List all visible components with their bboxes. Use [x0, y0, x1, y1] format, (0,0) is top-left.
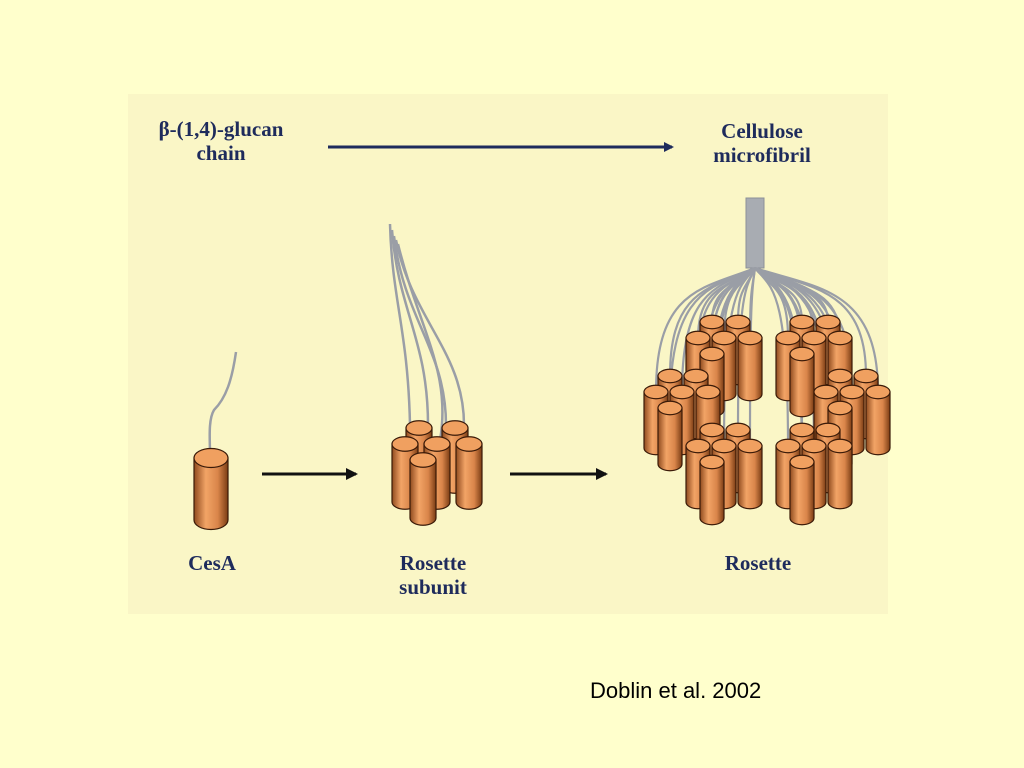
glucan-chain-label-line2: chain	[196, 140, 246, 165]
rosette-cluster	[643, 314, 891, 526]
rosette-cylinder	[737, 438, 763, 510]
cesa-cylinder-body	[193, 447, 229, 531]
rosette-cylinder	[789, 346, 815, 418]
citation: Doblin et al. 2002	[590, 678, 762, 703]
cesa-label: CesA	[188, 551, 236, 575]
subunit-cylinder	[455, 436, 483, 510]
cellulose-microfibril-label-line1: Cellulose	[721, 119, 803, 143]
rosette-cylinder	[827, 438, 853, 510]
rosette-subunit-label-line2: subunit	[399, 574, 467, 599]
rosette-subunit-label: Rosette subunit	[368, 551, 498, 599]
cellulose-microfibril-label: Cellulose microfibril	[682, 119, 842, 167]
rosette-cylinder	[657, 400, 683, 472]
glucan-chain-label: β-(1,4)-glucan chain	[136, 117, 306, 165]
glucan-chain-label-line1: β-(1,4)-glucan	[158, 117, 284, 141]
rosette-cylinder	[789, 454, 815, 526]
rosette-cylinder	[737, 330, 763, 402]
rosette-cylinder	[865, 384, 891, 456]
subunit-cylinder	[409, 452, 437, 526]
rosette-subunit-cluster	[391, 420, 483, 526]
rosette-subunit-label-line1: Rosette	[399, 551, 467, 575]
cellulose-microfibril-label-line2: microfibril	[713, 142, 811, 167]
rosette-label: Rosette	[724, 551, 792, 575]
cesa-cylinder	[193, 447, 229, 531]
rosette-cylinder	[699, 454, 725, 526]
glucan-chain-strands	[208, 223, 466, 455]
